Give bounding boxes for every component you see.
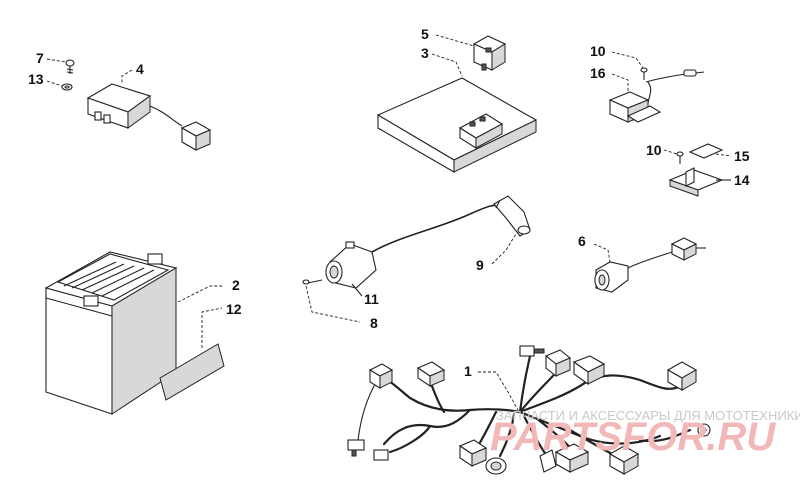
callout-2[interactable]: 2	[232, 277, 240, 293]
leader-10-upper	[611, 51, 644, 69]
sensor-connector	[670, 237, 706, 261]
harness-connector	[368, 363, 394, 389]
harness-connector	[572, 355, 606, 386]
leader-4	[121, 69, 133, 84]
harness-connector	[373, 449, 389, 461]
callout-11[interactable]: 11	[364, 291, 379, 307]
callout-14[interactable]: 14	[734, 172, 750, 188]
relay-5[interactable]	[472, 35, 507, 71]
leader-16	[611, 73, 629, 92]
module-connector	[180, 121, 212, 151]
leader-11	[351, 283, 363, 297]
leader-9	[491, 233, 517, 265]
callout-1[interactable]: 1	[464, 363, 472, 379]
harness-connector	[539, 449, 557, 473]
callout-10-upper[interactable]: 10	[590, 43, 606, 59]
module-4[interactable]	[86, 83, 212, 151]
solenoid-11[interactable]	[325, 204, 501, 289]
leader-15	[715, 153, 732, 157]
sensor-6[interactable]	[594, 237, 706, 293]
leader-3	[431, 53, 463, 77]
pad-15[interactable]	[688, 143, 724, 159]
box-socket	[458, 113, 504, 149]
callout-4[interactable]: 4	[136, 61, 144, 77]
leader-10-lower	[663, 149, 678, 155]
leader-5	[435, 34, 475, 47]
callout-16[interactable]: 16	[590, 65, 606, 81]
callout-6[interactable]: 6	[578, 233, 586, 249]
harness-connector	[416, 361, 446, 388]
callout-12[interactable]: 12	[226, 301, 242, 317]
leader-6	[593, 243, 611, 263]
label-12[interactable]	[159, 343, 225, 401]
screw-8[interactable]	[302, 279, 323, 285]
harness-connector	[347, 439, 365, 457]
battery-2[interactable]	[44, 251, 178, 415]
watermark-tagline: ЗАПЧАСТИ И АКСЕССУАРЫ ДЛЯ МОТОТЕХНИКИ	[496, 408, 800, 423]
leader-7	[46, 58, 67, 63]
callout-13[interactable]: 13	[28, 71, 44, 87]
washer-13[interactable]	[61, 83, 73, 91]
sensor-lead	[645, 69, 705, 105]
leader-8	[305, 285, 361, 323]
callout-10-lower[interactable]: 10	[646, 142, 662, 158]
callout-3[interactable]: 3	[421, 45, 429, 61]
callout-5[interactable]: 5	[421, 26, 429, 42]
callout-7[interactable]: 7	[36, 50, 44, 66]
ring-terminal	[697, 423, 711, 437]
leader-2	[177, 285, 224, 303]
wiring-harness-1[interactable]	[347, 345, 711, 475]
harness-connector	[519, 345, 545, 357]
bracket-14[interactable]	[668, 167, 724, 197]
screw-10-lower[interactable]	[676, 151, 684, 164]
screw-7[interactable]	[65, 59, 75, 74]
control-box-3[interactable]	[376, 77, 538, 173]
callout-15[interactable]: 15	[734, 148, 750, 164]
screw-10-upper[interactable]	[640, 67, 648, 80]
callout-9[interactable]: 9	[476, 257, 484, 273]
harness-connector	[485, 457, 507, 475]
leader-12	[201, 307, 223, 348]
harness-connector	[666, 361, 698, 391]
harness-connector	[544, 349, 572, 378]
watermark-logo: PARTSFOR.RU	[490, 415, 776, 459]
harness-connector	[608, 445, 640, 475]
harness-connector	[458, 439, 488, 468]
callout-8[interactable]: 8	[370, 315, 378, 331]
bracket-16[interactable]	[608, 91, 662, 123]
plug-cap-9[interactable]	[493, 195, 531, 237]
harness-connector	[554, 443, 590, 473]
leader-1	[478, 371, 519, 411]
leader-13	[46, 80, 63, 87]
